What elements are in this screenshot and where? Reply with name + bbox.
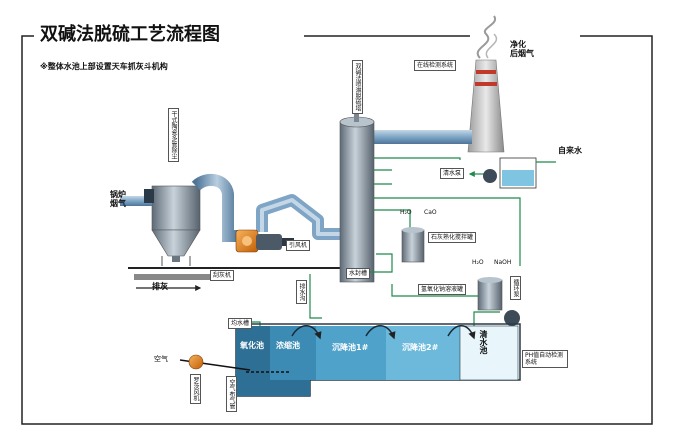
dust-collector (120, 185, 201, 266)
homogenizer-label: 均水槽 (228, 318, 253, 329)
naoh-naoh-label: NaOH (494, 259, 512, 266)
boiler-flue-gas-label: 锅炉 烟气 (110, 190, 126, 208)
sediment-1-label: 沉降池1# (332, 343, 369, 352)
ash-remover-label: 刮灰机 (210, 270, 235, 281)
ash-conveyor (134, 274, 214, 280)
thickener-pool-label: 浓缩池 (276, 341, 300, 350)
flue-duct-main (191, 173, 238, 242)
chimney (467, 15, 505, 153)
clean-flue-gas-label: 净化 后烟气 (510, 40, 534, 58)
roots-blower-label: 罗茨风机 (190, 374, 201, 404)
lime-cao-label: CaO (424, 209, 437, 216)
sediment-2-label: 沉降池2# (402, 343, 439, 352)
page-title: 双碱法脱硫工艺流程图 (40, 24, 220, 45)
air-pipe-label: 空气布气管 (226, 376, 237, 412)
lime-tank (401, 227, 425, 263)
roots-blower (179, 354, 251, 371)
tap-water-tank (499, 157, 556, 189)
pool-system (235, 323, 521, 397)
ph-system-label: PH值自动检测系统 (522, 350, 568, 368)
outer-frame (21, 35, 653, 425)
chimney-mask (470, 30, 580, 44)
induced-fan-label: 引风机 (286, 240, 311, 251)
lime-h2o-label: H₂O (400, 209, 412, 216)
header-note: ※整体水池上部设置天车抓灰斗机构 (40, 62, 168, 71)
circulation-pump (504, 310, 520, 326)
naoh-tank (477, 277, 503, 311)
tap-water-label: 自来水 (558, 146, 582, 155)
ash-discharge-label: 排灰 (152, 282, 168, 291)
tower-to-chimney-duct (372, 130, 472, 144)
clear-pool-label: 清水池 (479, 330, 488, 354)
title-mask (34, 22, 304, 48)
clear-water-pump-label: 清水泵 (440, 168, 465, 179)
naoh-tank-label: 氢氧化钠溶液罐 (418, 284, 467, 295)
naoh-h2o-label: H₂O (472, 259, 484, 266)
dual-tower-label: 双碱法喷淋脱硫塔 (352, 60, 363, 114)
desulfurization-tower (339, 92, 392, 283)
online-monitor-label: 在线检测系统 (414, 60, 457, 71)
oxidation-pool-label: 氧化池 (240, 341, 264, 350)
lime-tank-label: 石灰熟化搅拌罐 (428, 232, 477, 243)
air-label: 空气 (154, 355, 168, 363)
induced-fan (235, 229, 294, 253)
water-seal-tank-label: 水封槽 (346, 268, 371, 279)
dust-collector-label: 干式陶瓷多管除尘 (168, 108, 179, 162)
process-lines (250, 157, 521, 338)
circulation-pump-label: 循环泵 (510, 276, 521, 300)
clear-water-pump (483, 169, 497, 183)
drain-ditch-label: 排水沟 (296, 280, 307, 304)
